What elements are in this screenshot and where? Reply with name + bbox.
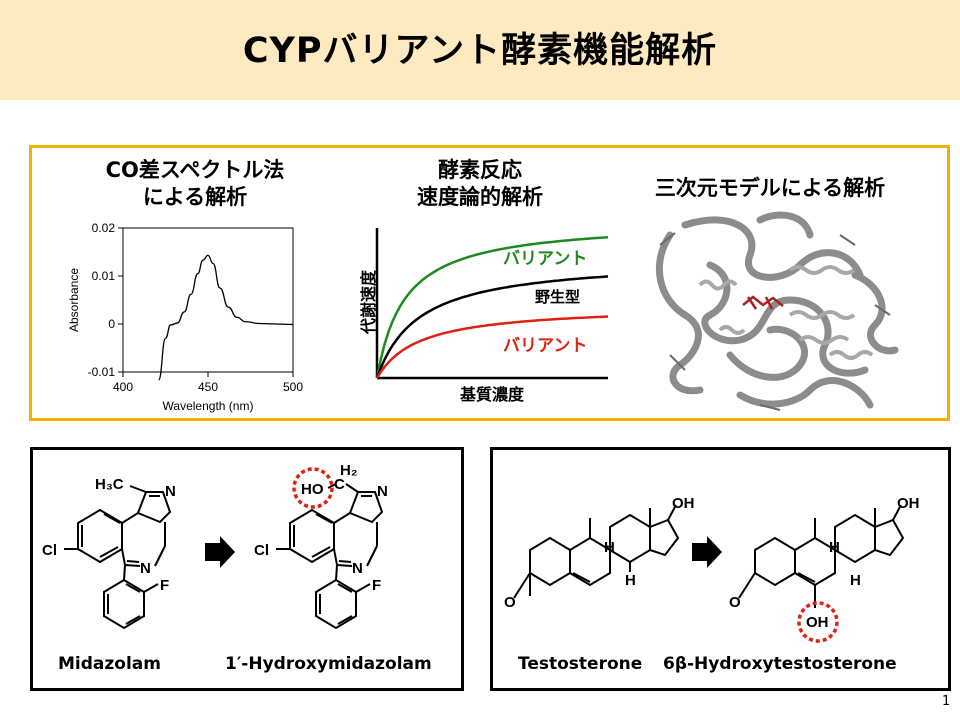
kinetics-curve-1 [375, 275, 609, 379]
atom-c: C [334, 476, 345, 493]
atom-oh-6-product: OH [806, 614, 829, 631]
kinetics-heading-line1: 酵素反応 [438, 158, 522, 182]
atom-h-9-product: H [850, 572, 861, 589]
kinetics-xlabel: 基質濃度 [460, 385, 525, 404]
co-xtick-label: 400 [113, 380, 133, 394]
page-title: CYPバリアント酵素機能解析 [242, 31, 718, 71]
atom-h-9: H [625, 572, 636, 589]
atom-ho: HO [301, 481, 324, 498]
co-ylabel: Absorbance [67, 268, 81, 332]
atom-h-8: H [604, 539, 615, 556]
atom-o-3: O [504, 594, 516, 611]
atom-n-ring: N [140, 560, 151, 577]
kinetics-heading: 酵素反応 速度論的解析 [370, 157, 590, 211]
atom-f: F [160, 577, 169, 594]
co-ytick-label: 0.01 [92, 269, 116, 283]
label-variant-high: バリアント [503, 249, 588, 269]
co-spectrum-line [158, 254, 294, 381]
kinetics-heading-line2: 速度論的解析 [417, 185, 543, 209]
co-ytick-label: 0.02 [92, 221, 116, 235]
co-ytick-label: 0 [108, 317, 115, 331]
atom-o-3-product: O [729, 594, 741, 611]
co-heading-line1: CO差スペクトル法 [105, 158, 285, 182]
model-heading: 三次元モデルによる解析 [654, 176, 886, 200]
atom-n-imidazole: N [165, 483, 176, 500]
atom-h2: H₂ [340, 462, 358, 479]
testosterone-label: Testosterone [518, 654, 643, 674]
co-spectrum-heading: CO差スペクトル法 による解析 [60, 157, 330, 211]
atom-h3c: H₃C [95, 476, 124, 493]
title-bar [0, 0, 960, 100]
analysis-methods-panel [29, 145, 950, 421]
co-xtick-label: 500 [283, 380, 303, 394]
atom-oh-17-product: OH [897, 495, 920, 512]
co-heading-line2: による解析 [142, 185, 248, 209]
midazolam-reaction-panel [30, 447, 464, 691]
atom-n-imidazole-product: N [377, 483, 388, 500]
label-wildtype: 野生型 [535, 288, 581, 306]
hydroxytestosterone-label: 6β-Hydroxytestosterone [663, 654, 897, 674]
atom-f-product: F [372, 577, 381, 594]
atom-cl-product: Cl [254, 542, 269, 559]
kinetics-curve-2 [375, 315, 609, 379]
protein-structure-image [655, 211, 899, 411]
atom-n-ring-product: N [352, 560, 363, 577]
co-xtick-label: 450 [198, 380, 218, 394]
midazolam-label: Midazolam [58, 654, 161, 674]
hydroxymidazolam-label: 1′-Hydroxymidazolam [225, 654, 432, 674]
atom-h-8-product: H [829, 539, 840, 556]
page-number: 1 [942, 694, 951, 709]
atom-oh-17: OH [672, 495, 695, 512]
kinetics-curve-0 [375, 235, 609, 379]
testosterone-reaction-panel [490, 447, 951, 691]
atom-cl: Cl [42, 542, 57, 559]
label-variant-low: バリアント [503, 336, 588, 356]
co-ytick-label: -0.01 [88, 365, 116, 379]
co-xlabel: Wavelength (nm) [163, 399, 254, 413]
